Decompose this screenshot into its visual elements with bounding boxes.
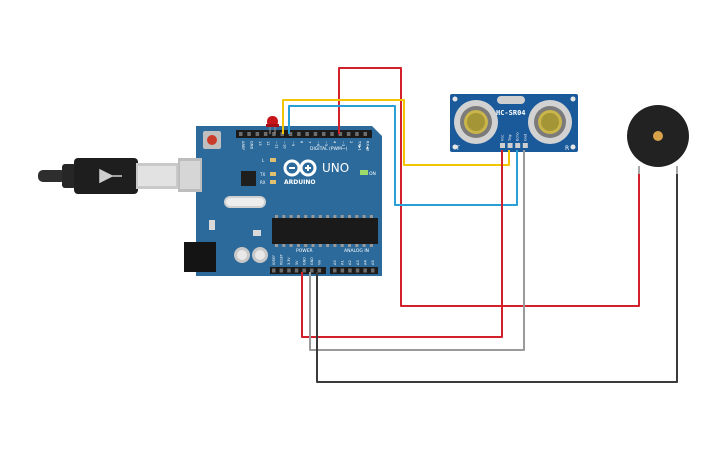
- digital-pin-hole[interactable]: [263, 132, 268, 136]
- power-pin-hole[interactable]: [272, 268, 276, 273]
- analog-pin-hole[interactable]: [371, 268, 375, 273]
- analog-pin-hole[interactable]: [363, 268, 367, 273]
- digital-pin-hole[interactable]: [363, 132, 368, 136]
- digital-pin-hole[interactable]: [305, 132, 309, 136]
- wire-yellow-pin12-to-trig: [282, 99, 510, 166]
- sensor-pin-label: Gnd: [523, 134, 527, 141]
- digital-pin-hole[interactable]: [239, 132, 243, 136]
- digital-pin-label: 4: [333, 141, 337, 144]
- digital-pin-hole[interactable]: [255, 132, 260, 136]
- wire-red-5v-to-vcc: [301, 150, 503, 338]
- sensor-pin-label: Echo: [516, 132, 520, 141]
- power-pin-hole[interactable]: [317, 268, 322, 273]
- power-label: POWER: [296, 248, 313, 254]
- led-tx-label: TX: [259, 172, 265, 177]
- power-pin-label: IOREF: [272, 255, 276, 265]
- analog-pin-label: A0: [333, 260, 337, 265]
- analog-label: ANALOG IN: [344, 248, 369, 254]
- analog-pin-hole[interactable]: [340, 268, 345, 273]
- analog-pin-label: A1: [341, 260, 345, 265]
- sensor-left-mark: T: [455, 145, 460, 152]
- analog-pin-label: A2: [348, 260, 352, 265]
- analog-pin-hole[interactable]: [348, 268, 352, 273]
- receiver: [528, 100, 572, 144]
- wire-blue-pin11-to-echo: [288, 105, 518, 206]
- analog-pin-label: A5: [371, 260, 375, 265]
- digital-pin-label: 2: [349, 141, 353, 143]
- digital-pin-hole[interactable]: [297, 132, 301, 136]
- sensor-pin[interactable]: [515, 143, 521, 148]
- digital-pin-label: RX◀0: [366, 141, 370, 152]
- power-pin-hole[interactable]: [302, 268, 306, 273]
- power-jack: [184, 242, 216, 272]
- power-pin-label: GND: [310, 257, 314, 265]
- sensor-pin[interactable]: [507, 143, 513, 148]
- led-rx-label: RX: [260, 180, 266, 185]
- digital-pin-label: ~11: [274, 141, 278, 149]
- led-l-label: L: [262, 158, 265, 163]
- power-pin-label: 5V: [295, 260, 299, 265]
- power-pin-label: Vin: [318, 260, 322, 265]
- atmega-chip: [272, 218, 378, 244]
- digital-pin-label: TX▶1: [357, 140, 361, 151]
- digital-pin-hole[interactable]: [330, 132, 334, 136]
- digital-pin-hole[interactable]: [322, 132, 326, 136]
- piezo-buzzer: [627, 105, 689, 176]
- power-pin-hole[interactable]: [279, 268, 284, 273]
- digital-pin-hole[interactable]: [288, 132, 293, 136]
- digital-pin-label: ~10: [283, 141, 287, 149]
- digital-pin-label: 13: [258, 141, 262, 146]
- transmitter: [454, 100, 498, 144]
- analog-pin-label: A3: [356, 260, 360, 265]
- digital-pin-hole[interactable]: [313, 132, 318, 136]
- digital-pin-label: GND: [250, 141, 254, 149]
- power-pin-hole[interactable]: [310, 268, 314, 273]
- digital-pin-hole[interactable]: [338, 132, 343, 136]
- digital-label: DIGITAL (PWM~): [310, 146, 348, 152]
- on-label: ON: [369, 171, 376, 177]
- digital-pin-label: 7: [308, 141, 312, 143]
- digital-pin-label: ~9: [291, 141, 295, 147]
- wire-black-gnd-to-buzzer: [316, 174, 678, 383]
- red-led: [266, 116, 279, 134]
- sensor-model: HC-SR04: [496, 109, 526, 117]
- digital-pin-hole[interactable]: [272, 132, 276, 136]
- sensor-right-mark: R: [565, 145, 569, 152]
- analog-pin-hole[interactable]: [355, 268, 360, 273]
- model-text: UNO: [322, 161, 349, 175]
- digital-pin-label: ~3: [341, 141, 345, 146]
- power-pin-label: GND: [302, 257, 306, 265]
- power-pin-hole[interactable]: [294, 268, 299, 273]
- arduino-board: ARDUINO UNO ON DIGITAL (PWM~) POWER ANAL…: [178, 126, 382, 276]
- digital-pin-hole[interactable]: [346, 132, 351, 136]
- wires: [282, 67, 678, 383]
- power-pin-label: 3.3V: [287, 257, 291, 265]
- digital-pin-label: 12: [266, 141, 270, 146]
- digital-pin-label: ~6: [316, 141, 320, 147]
- wire-gray-gnd-to-sensor: [309, 150, 525, 351]
- sensor-pin-label: Trig: [508, 135, 512, 142]
- power-pin-hole[interactable]: [287, 268, 291, 273]
- digital-header: [236, 130, 372, 138]
- digital-pin-hole[interactable]: [355, 132, 359, 136]
- power-pin-label: RESET: [280, 253, 284, 265]
- digital-pin-label: ~5: [324, 141, 328, 146]
- brand-text: ARDUINO: [284, 179, 315, 186]
- sensor-pin[interactable]: [500, 143, 505, 148]
- digital-pin-label: 8: [299, 141, 303, 144]
- wire-red-pin7-to-buzzer: [338, 67, 640, 307]
- digital-pin-hole[interactable]: [247, 132, 251, 136]
- sensor-pin[interactable]: [522, 143, 528, 148]
- usb-cable: [38, 158, 178, 194]
- sensor-pin-label: Vcc: [501, 135, 505, 141]
- analog-pin-hole[interactable]: [333, 268, 337, 273]
- analog-header: [330, 267, 378, 274]
- analog-pin-label: A4: [363, 260, 367, 265]
- arduino-logo: [283, 159, 317, 177]
- digital-pin-label: AREF: [241, 141, 245, 150]
